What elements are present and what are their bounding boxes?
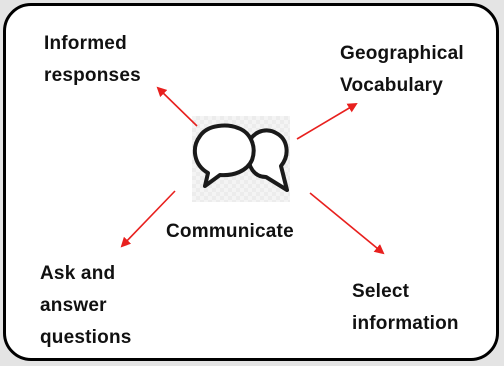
label-select-information: Select information — [352, 281, 459, 334]
arrow-to-informed-responses — [156, 86, 198, 127]
arrow-to-ask-and-answer — [120, 190, 176, 248]
speech-bubble-front-icon — [192, 123, 256, 188]
label-geographical-vocabulary: Geographical Vocabulary — [340, 43, 464, 96]
arrow-to-select-information — [309, 192, 385, 255]
arrow-to-geographical-vocabulary — [296, 102, 358, 140]
label-communicate: Communicate — [166, 221, 294, 242]
speech-bubble-back-icon — [245, 128, 289, 192]
speech-bubbles-icon — [192, 123, 289, 192]
label-ask-and-answer-questions: Ask and answer questions — [40, 263, 132, 348]
label-informed-responses: Informed responses — [44, 33, 141, 86]
